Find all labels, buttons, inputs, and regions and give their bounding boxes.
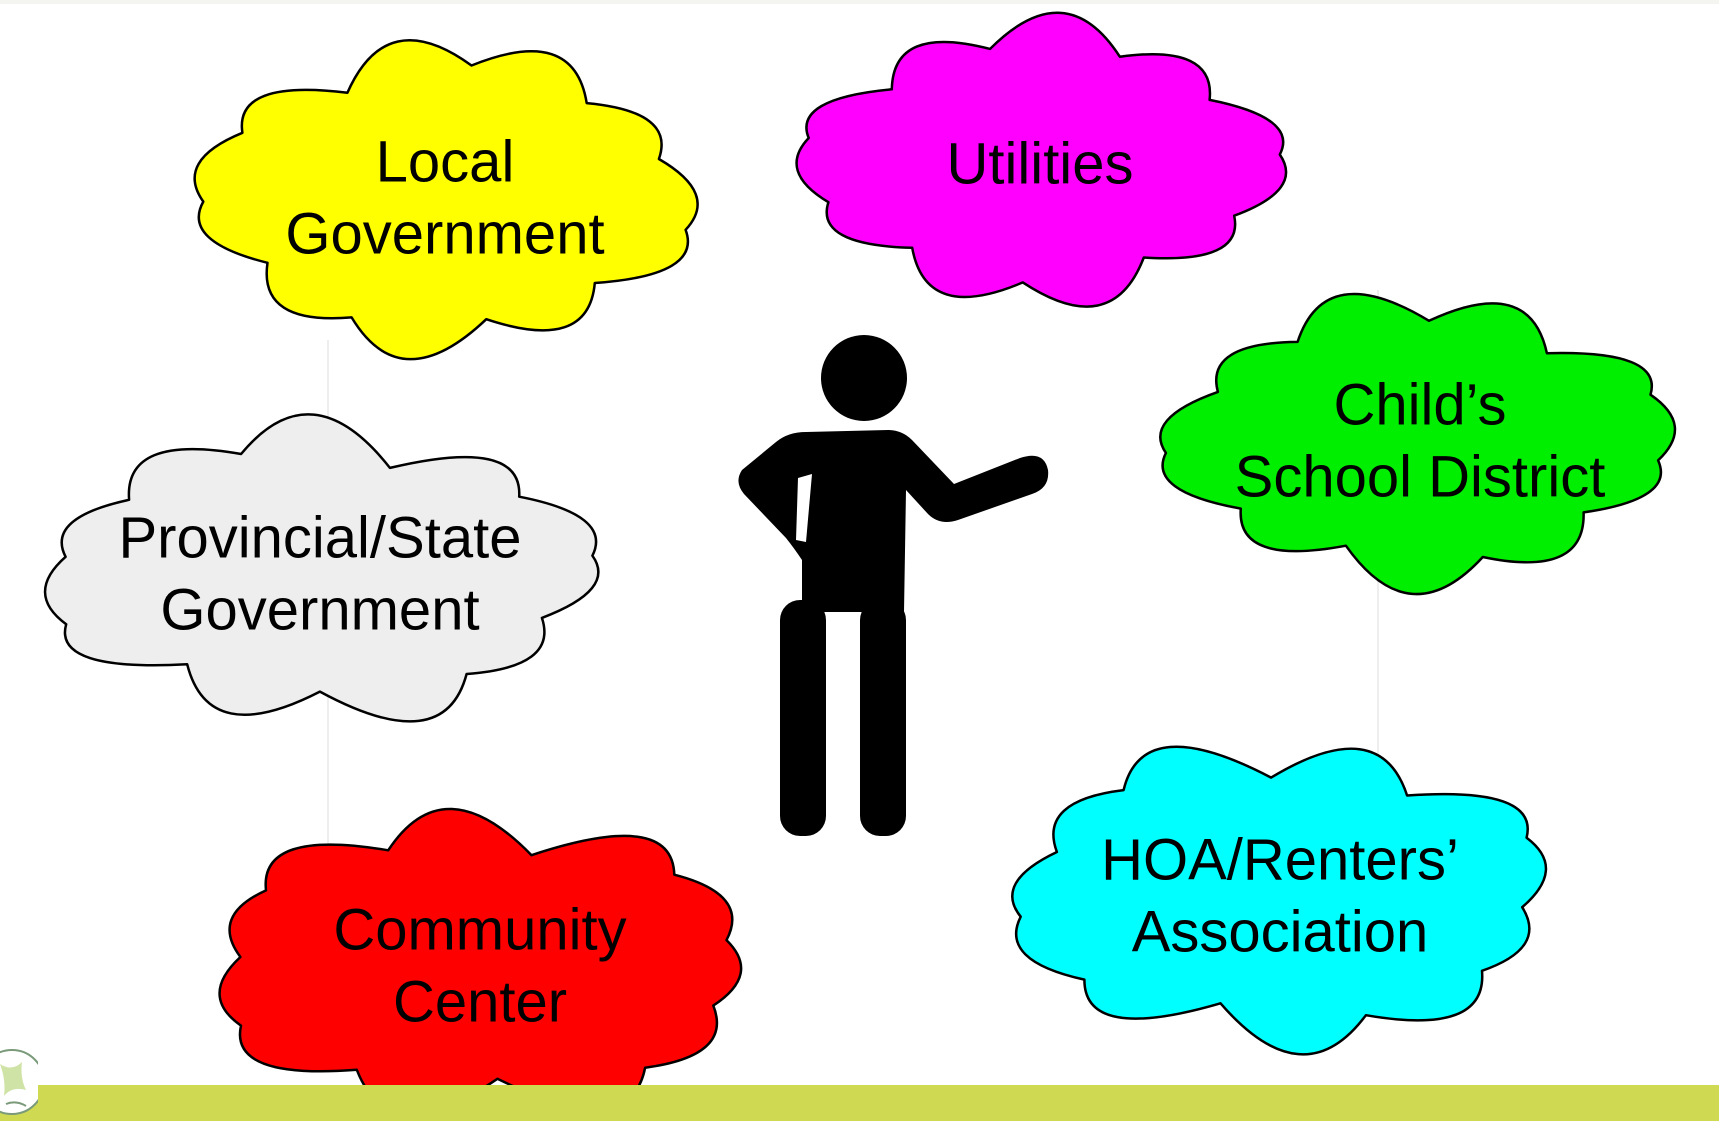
cloud-shape	[1159, 292, 1677, 596]
person-torso	[738, 430, 1049, 612]
person-arm-gap	[796, 474, 812, 542]
cloud-utilities: Utilities	[795, 11, 1288, 308]
cloud-label-line: Government	[160, 577, 479, 642]
cloud-shape	[43, 413, 600, 723]
person-head	[821, 335, 907, 421]
cloud-shape	[218, 807, 743, 1115]
cloud-label-line: Government	[285, 201, 604, 266]
cloud-shape	[1011, 745, 1548, 1056]
cloud-label-line: Child’s	[1333, 372, 1506, 437]
cloud-label-line: Local	[376, 129, 515, 194]
globe-logo-icon	[0, 1049, 38, 1115]
cloud-label-line: School District	[1235, 444, 1606, 509]
person-right-leg	[860, 600, 906, 836]
top-strip	[0, 0, 1719, 4]
cloud-label-line: Association	[1132, 899, 1429, 964]
person-left-leg	[780, 600, 826, 836]
cloud-label: Utilities	[947, 131, 1134, 196]
cloud-label-line: Center	[393, 969, 567, 1034]
cloud-shape	[795, 11, 1288, 308]
cloud-label-line: HOA/Renters’	[1101, 827, 1459, 892]
cloud-label-line: Utilities	[947, 131, 1134, 196]
footer-band	[0, 1085, 1719, 1121]
cloud-shape	[193, 39, 699, 361]
cloud-label-line: Community	[333, 897, 626, 962]
person-pointing-icon	[738, 335, 1049, 836]
cloud-label-line: Provincial/State	[119, 505, 522, 570]
cloud-label: HOA/Renters’ Association	[1101, 827, 1459, 964]
cloud-hoa-renters-association: HOA/Renters’ Association	[1011, 745, 1548, 1056]
